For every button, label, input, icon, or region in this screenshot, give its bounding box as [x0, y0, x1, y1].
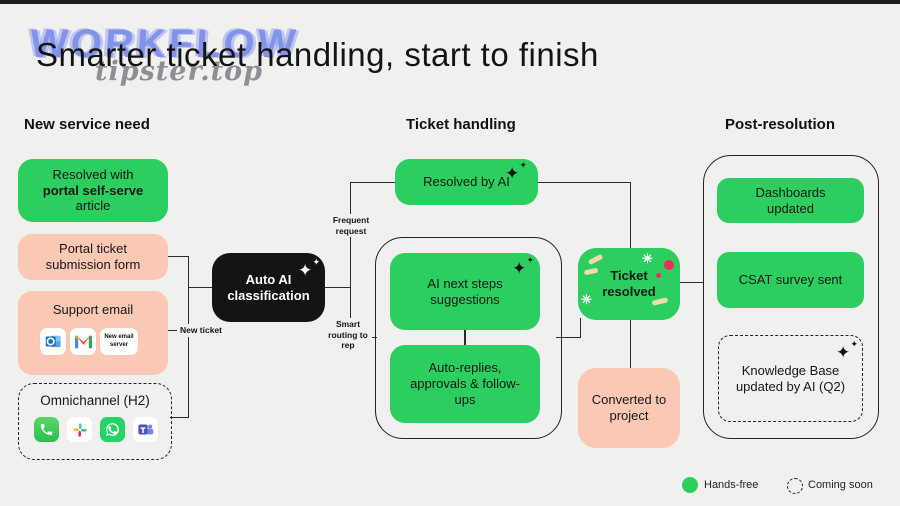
confetti-dot-icon [656, 273, 661, 278]
new-email-server-chip: New email server [100, 328, 138, 355]
node-text: Resolved with [52, 166, 134, 182]
edge-resolved-ai-out [538, 181, 631, 184]
edge-label-new-ticket: New ticket [177, 324, 225, 337]
node-text: Auto AI classification [227, 271, 310, 303]
node-text-bold: portal self-serve [42, 182, 144, 198]
node-dashboards-updated: Dashboards updated [717, 178, 864, 223]
edge-omnichannel-to-trunk [170, 416, 189, 419]
confetti-burst-icon: ✳ [642, 251, 653, 266]
node-text: AI next steps suggestions [427, 275, 503, 307]
edge-branch-vertical [349, 181, 352, 338]
watermark-domain: tipster.top [95, 56, 263, 87]
edge-resolved-to-post [680, 281, 704, 284]
legend-hands-free-icon [682, 477, 698, 493]
node-text: Resolved by AI [423, 174, 510, 190]
edge-to-resolved-by-ai [349, 181, 396, 184]
ai-sparkle-icon: ✦ ✦ [512, 255, 534, 278]
node-text: Auto-replies, approvals & follow-ups [410, 360, 520, 407]
node-ai-next-steps: AI next steps suggestions [390, 253, 540, 330]
node-text: Ticket resolved [602, 268, 656, 299]
edge-ai-next-to-auto-replies [464, 330, 466, 346]
legend-hands-free-label: Hands-free [704, 479, 759, 491]
edge-label-smart-routing: Smart routing to rep [324, 318, 372, 352]
node-text: Support email [52, 302, 134, 317]
ai-sparkle-icon: ✦ ✦ [836, 339, 858, 362]
slack-icon [67, 417, 92, 442]
confetti-burst-icon: ✳ [581, 292, 592, 307]
outlook-icon [40, 328, 66, 355]
column-header-ticket-handling: Ticket handling [406, 116, 516, 133]
legend-coming-soon-label: Coming soon [808, 479, 873, 491]
edge-label-frequent-request: Frequent request [326, 214, 376, 238]
node-auto-replies: Auto-replies, approvals & follow-ups [390, 345, 540, 423]
node-knowledge-base: Knowledge Base updated by AI (Q2) [718, 335, 863, 422]
column-header-new-service-need: New service need [24, 116, 150, 133]
page-title: Smarter ticket handling, start to finish [36, 36, 599, 73]
node-text: Dashboards updated [755, 184, 826, 216]
whatsapp-icon [100, 417, 125, 442]
post-resolution-container [703, 155, 879, 439]
top-border-bar [0, 0, 900, 4]
node-text: Portal ticket submission form [45, 241, 141, 272]
node-auto-ai-classification: Auto AI classification [212, 253, 325, 322]
legend-coming-soon-icon [787, 478, 803, 494]
confetti-dot-icon [664, 260, 674, 270]
node-text: CSAT survey sent [738, 272, 843, 288]
node-portal-ticket-form: Portal ticket submission form [18, 234, 168, 280]
node-text: article [75, 198, 111, 214]
node-text: Knowledge Base updated by AI (Q2) [735, 362, 846, 394]
edge-container-to-resolved-up [579, 318, 582, 338]
column-header-post-resolution: Post-resolution [725, 116, 836, 133]
watermark: WORKFLOW tipster.top [28, 22, 299, 87]
gmail-icon [70, 328, 96, 355]
node-resolved-with-portal-article: Resolved with portal self-serve article [18, 159, 168, 222]
ai-sparkle-icon: ✦ ✦ [505, 160, 527, 183]
teams-icon [133, 417, 158, 442]
ticket-handling-container [375, 237, 562, 439]
node-text: Omnichannel (H2) [40, 393, 150, 408]
edge-auto-ai-out [325, 286, 351, 289]
node-omnichannel: Omnichannel (H2) [18, 383, 172, 460]
node-converted-to-project: Converted to project [578, 368, 680, 448]
node-csat-survey: CSAT survey sent [717, 252, 864, 308]
chip-label: New email server [104, 333, 134, 348]
edge-portal-form-to-trunk [168, 255, 189, 258]
phone-icon [34, 417, 59, 442]
ai-sparkle-icon: ✦ ✦ [298, 257, 320, 280]
node-resolved-by-ai: Resolved by AI [395, 159, 538, 205]
edge-trunk-to-auto-ai [188, 286, 213, 289]
node-text: Converted to project [591, 392, 667, 423]
node-support-email: Support email New email server [18, 291, 168, 375]
edge-container-to-resolved [556, 336, 580, 339]
